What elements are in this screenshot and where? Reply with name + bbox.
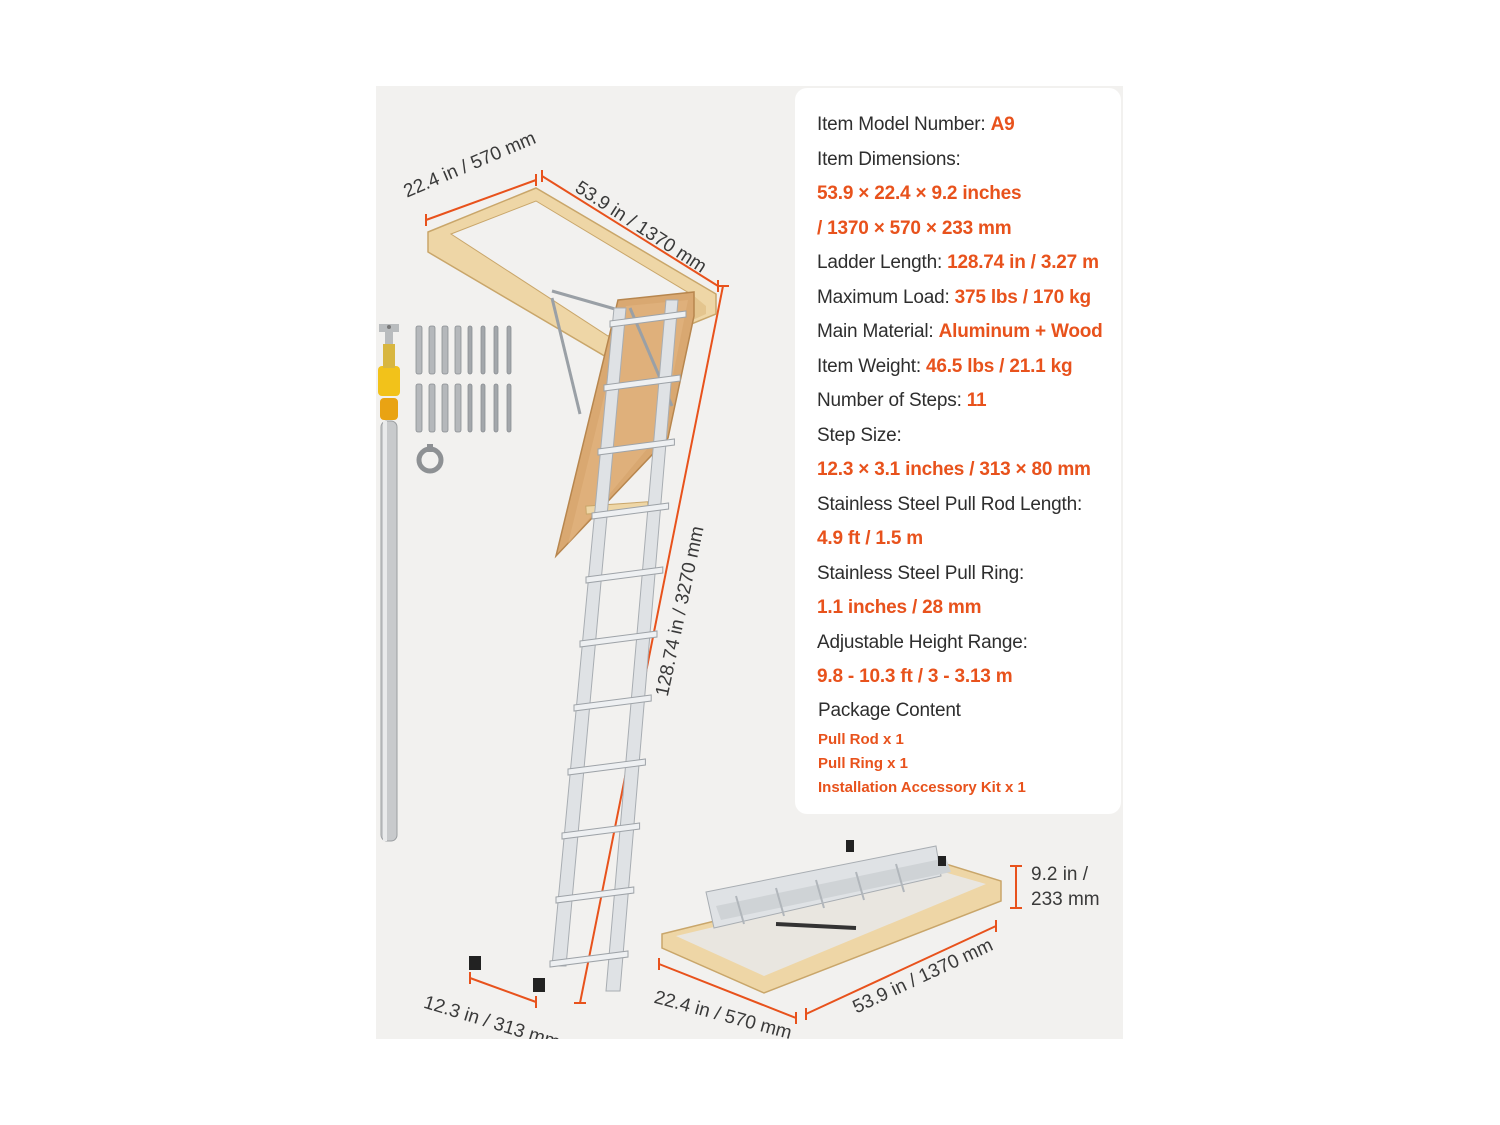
ladder-step [603, 374, 681, 392]
spec-rod-length-label: Stainless Steel Pull Rod Length: [817, 494, 1083, 515]
screw [467, 383, 473, 433]
pull-rod-icon [378, 324, 400, 842]
screw [506, 383, 512, 433]
spec-max-load: Maximum Load: 375 lbs / 170 kg [817, 287, 1091, 309]
ladder-foot-right [533, 978, 545, 992]
spec-model-label: Item Model Number: [817, 114, 991, 135]
spec-card: Item Model Number: A9 Item Dimensions: 5… [795, 88, 1121, 814]
spec-step-size-value: 12.3 × 3.1 inches / 313 × 80 mm [817, 459, 1091, 480]
spec-dimensions-label: Item Dimensions: [817, 149, 961, 170]
screw [493, 383, 499, 433]
spec-weight-value: 46.5 lbs / 21.1 kg [925, 356, 1073, 377]
product-panel: 22.4 in / 570 mm 53.9 in / 1370 mm 128.7… [376, 86, 1123, 1039]
screw [467, 325, 473, 375]
spec-steps-value: 11 [966, 390, 987, 411]
ladder-step [549, 950, 629, 968]
spec-model-value: A9 [990, 114, 1015, 135]
ladder-step [591, 502, 670, 520]
package-item: Installation Accessory Kit x 1 [818, 779, 1026, 796]
ladder-steps [549, 310, 687, 968]
spec-dimensions-value-1: 53.9 × 22.4 × 9.2 inches [817, 183, 1022, 204]
screw [415, 325, 423, 375]
screw [493, 325, 499, 375]
pull-ring-icon [416, 444, 444, 474]
screw [415, 383, 423, 433]
spec-max-load-label: Maximum Load: [817, 287, 955, 308]
ladder-step [585, 566, 664, 584]
spec-material-label: Main Material: [817, 321, 939, 342]
screw [454, 383, 462, 433]
package-item: Pull Ring x 1 [818, 755, 909, 772]
folded-height-label-1: 9.2 in / [1031, 864, 1089, 885]
spec-material: Main Material: Aluminum + Wood [817, 321, 1103, 343]
screw-kit-icon [415, 325, 512, 433]
package-title: Package Content [818, 700, 961, 721]
spec-height-range-label: Adjustable Height Range: [817, 632, 1028, 653]
spec-ladder-length-label: Ladder Length: [817, 252, 948, 273]
ladder-foot-left [469, 956, 481, 970]
ladder-image [378, 170, 1022, 1024]
folded-ladder-image [661, 840, 1002, 994]
ladder-step [579, 630, 658, 648]
screw [428, 325, 436, 375]
spec-step-size-label: Step Size: [817, 425, 902, 446]
screw [480, 383, 486, 433]
spec-height-range-value: 9.8 - 10.3 ft / 3 - 3.13 m [817, 666, 1013, 687]
screw [441, 325, 449, 375]
package-item: Pull Rod x 1 [818, 731, 904, 748]
spec-ladder-length-value: 128.74 in / 3.27 m [947, 252, 1099, 273]
spec-rod-length-value: 4.9 ft / 1.5 m [817, 528, 923, 549]
screw [428, 383, 436, 433]
ladder-step [609, 310, 687, 328]
ladder-step [597, 438, 675, 456]
spec-model: Item Model Number: A9 [817, 114, 1015, 136]
spec-ring-label: Stainless Steel Pull Ring: [817, 563, 1025, 584]
ladder-step [561, 822, 641, 840]
ladder-step [573, 694, 652, 712]
screw [506, 325, 512, 375]
ladder-step [555, 886, 635, 904]
ladder-rails [551, 299, 679, 992]
screw [454, 325, 462, 375]
spec-ladder-length: Ladder Length: 128.74 in / 3.27 m [817, 252, 1099, 274]
spec-weight-label: Item Weight: [817, 356, 926, 377]
spec-steps-label: Number of Steps: [817, 390, 967, 411]
spec-material-value: Aluminum + Wood [938, 321, 1103, 342]
dimension-lines [425, 170, 1022, 1024]
spec-max-load-value: 375 lbs / 170 kg [954, 287, 1091, 308]
ladder-step [567, 758, 646, 776]
spec-ring-value: 1.1 inches / 28 mm [817, 597, 982, 618]
spec-weight: Item Weight: 46.5 lbs / 21.1 kg [817, 356, 1073, 378]
screw [441, 383, 449, 433]
spec-steps: Number of Steps: 11 [817, 390, 987, 412]
screw [480, 325, 486, 375]
folded-height-label-2: 233 mm [1031, 889, 1100, 910]
spec-dimensions-value-2: / 1370 × 570 × 233 mm [817, 218, 1012, 239]
